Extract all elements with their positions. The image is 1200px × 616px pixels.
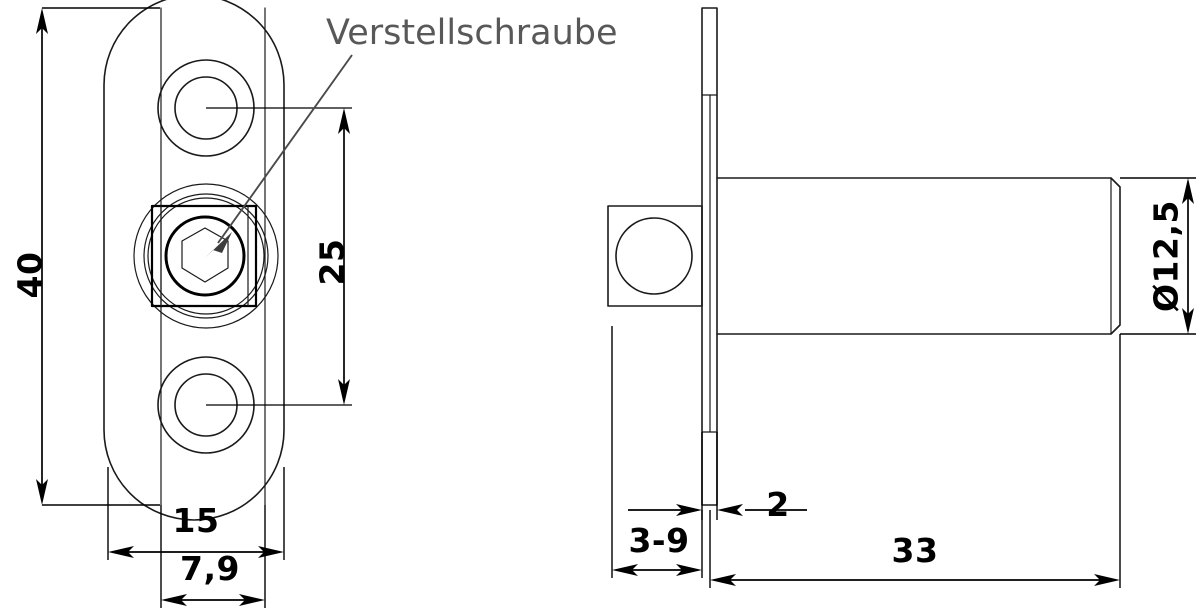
center-boss-inner	[147, 197, 265, 315]
dim-25-label: 25	[313, 239, 352, 286]
dim-39-arrow-right	[676, 564, 702, 576]
dim-2-arrow-right	[717, 504, 743, 516]
dimension-25: 25	[313, 108, 352, 405]
hex-socket	[181, 227, 229, 283]
center-boss-mid	[143, 193, 269, 319]
dim-33-arrow-right	[1094, 574, 1120, 586]
bolt-circle	[615, 217, 693, 295]
callout-leader-line	[217, 54, 353, 244]
dimension-33: 33	[709, 334, 1121, 588]
dimension-79: 7,9	[160, 505, 266, 608]
dim-79-arrow-left	[161, 594, 187, 606]
dim-40-arrow-bottom	[36, 479, 48, 505]
dim-33-label: 33	[892, 531, 939, 570]
dimension-15: 15	[107, 467, 285, 560]
dim-2-arrow-left	[676, 504, 702, 516]
dim-d125-label: Ø12,5	[1147, 200, 1186, 312]
side-view: Ø12,5 2 3-9 33	[607, 7, 1196, 588]
front-view: 40 25 15 7,9	[11, 0, 618, 608]
callout-verstellschraube: Verstellschraube	[205, 13, 618, 258]
screw-head-circle	[164, 215, 246, 297]
square-boss	[150, 204, 258, 308]
dim-79-label: 7,9	[180, 549, 240, 588]
dim-2-label: 2	[766, 485, 789, 524]
cylinder-body	[716, 177, 1121, 335]
dim-33-arrow-left	[710, 574, 736, 586]
dim-79-arrow-right	[239, 594, 265, 606]
dimension-diameter-125: Ø12,5	[1120, 177, 1196, 335]
dim-40-label: 40	[11, 252, 50, 299]
dim-d125-arrow-top	[1182, 178, 1194, 204]
dim-40-arrow-top	[36, 8, 48, 34]
dim-25-arrow-bottom	[338, 379, 350, 405]
callout-label: Verstellschraube	[326, 13, 618, 53]
oval-plate-outline	[103, 0, 285, 521]
callout-leader-arrow	[205, 232, 232, 258]
dim-15-arrow-left	[108, 546, 134, 558]
dim-39-arrow-left	[612, 564, 638, 576]
dimension-40: 40	[11, 7, 160, 506]
dim-15-label: 15	[173, 501, 220, 540]
dim-25-arrow-top	[338, 108, 350, 134]
dim-d125-arrow-bottom	[1182, 308, 1194, 334]
square-block	[607, 205, 703, 307]
dimension-39: 3-9	[611, 326, 703, 578]
dimension-2: 2	[628, 432, 807, 524]
center-boss-outer	[133, 183, 279, 329]
dim-39-label: 3-9	[628, 521, 689, 560]
